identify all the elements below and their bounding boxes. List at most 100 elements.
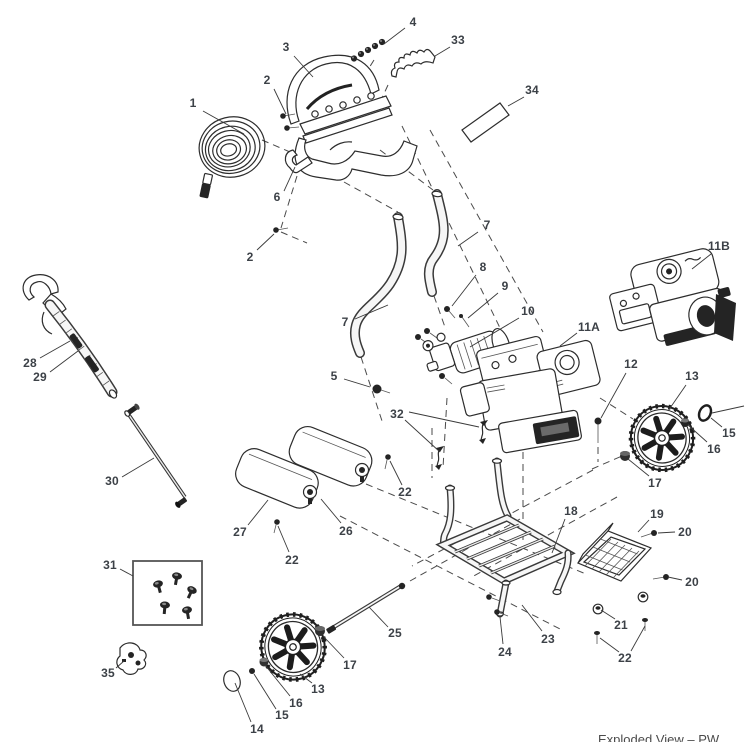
part-26-detergent-tank-drawing xyxy=(288,426,373,487)
part-35-nozzle-holder-drawing xyxy=(116,642,147,675)
part-label-10: 10 xyxy=(521,304,535,318)
leader-line xyxy=(559,332,578,347)
part-label-20: 20 xyxy=(678,525,692,539)
leader-line xyxy=(600,372,627,419)
part-label-13: 13 xyxy=(311,682,325,696)
part-label-14: 14 xyxy=(250,722,264,736)
part-21-feet-drawing xyxy=(592,591,649,615)
leader-line xyxy=(667,384,687,412)
part-label-22: 22 xyxy=(618,651,632,665)
leader-line xyxy=(600,609,616,620)
leader-line xyxy=(354,304,389,320)
leader-line xyxy=(283,166,296,192)
part-22-screws-drawing xyxy=(273,454,648,644)
leader-line xyxy=(507,96,525,107)
part-24-screws-drawing xyxy=(486,594,509,617)
hose-fitting-drawing xyxy=(199,172,213,199)
part-11b-engine-drawing xyxy=(609,248,736,346)
leader-line xyxy=(273,88,287,115)
leader-line xyxy=(691,253,712,270)
part-label-28: 28 xyxy=(23,356,37,370)
part-label-15: 15 xyxy=(722,426,736,440)
part-33-grip-drawing xyxy=(390,48,436,78)
part-label-5: 5 xyxy=(330,369,338,383)
part-label-21: 21 xyxy=(614,618,628,632)
part-label-3: 3 xyxy=(282,40,290,54)
leader-line xyxy=(521,604,543,632)
part-25-axle-drawing xyxy=(326,582,406,634)
left-wheel-hardware-drawing xyxy=(223,626,325,692)
part-31-nozzle-kit-drawing xyxy=(132,560,203,626)
leader-line xyxy=(247,499,269,526)
part-label-11A: 11A xyxy=(578,320,600,334)
leader-line xyxy=(115,660,125,669)
part-label-24: 24 xyxy=(498,645,512,659)
leader-line xyxy=(434,46,451,57)
leader-line xyxy=(368,606,389,628)
leader-line xyxy=(630,625,646,652)
handle-panel-drawing xyxy=(299,83,393,144)
leader-line xyxy=(383,27,406,45)
part-label-25: 25 xyxy=(388,626,402,640)
part-8-9-fasteners-drawing xyxy=(415,306,470,385)
part-label-9: 9 xyxy=(501,279,509,293)
part-32-clips-drawing xyxy=(435,420,488,470)
part-3-handle-drawing xyxy=(286,54,380,125)
part-34-plate-drawing xyxy=(461,102,510,143)
leader-line xyxy=(469,317,520,348)
part-label-15: 15 xyxy=(275,708,289,722)
part-27-detergent-tank-drawing xyxy=(235,448,319,509)
part-label-13: 13 xyxy=(685,369,699,383)
leader-line xyxy=(293,55,314,78)
leader-line xyxy=(202,110,245,135)
part-label-20: 20 xyxy=(685,575,699,589)
part-19-tray-drawing xyxy=(576,522,653,582)
part-label-35: 35 xyxy=(101,666,115,680)
leader-line xyxy=(687,424,708,443)
part-label-27: 27 xyxy=(233,525,247,539)
part-label-16: 16 xyxy=(707,442,721,456)
part-11a-engine-drawing xyxy=(459,335,601,454)
part-label-11B: 11B xyxy=(708,239,730,253)
part-label-17: 17 xyxy=(648,476,662,490)
footer-caption: Exploded View – PW xyxy=(598,732,720,742)
leader-line xyxy=(467,292,499,319)
part-5-bolt-drawing xyxy=(372,384,391,394)
part-label-33: 33 xyxy=(451,33,465,47)
part-28-29-spray-gun-drawing xyxy=(22,274,118,399)
right-wheel-hardware-drawing xyxy=(620,404,713,461)
leader-line xyxy=(389,460,403,486)
part-12-bolt-drawing xyxy=(594,417,602,443)
leader-line xyxy=(657,531,676,534)
part-label-19: 19 xyxy=(650,507,664,521)
part-label-31: 31 xyxy=(103,558,117,572)
part-label-7: 7 xyxy=(483,218,491,232)
leader-line xyxy=(119,568,134,577)
part-20-screws-drawing xyxy=(640,530,669,580)
leader-line xyxy=(323,636,345,659)
part-label-23: 23 xyxy=(541,632,555,646)
part-7-tubes-drawing xyxy=(349,189,449,358)
part-label-32: 32 xyxy=(390,407,404,421)
leader-line xyxy=(121,457,155,478)
leader-line xyxy=(277,525,290,553)
part-label-17: 17 xyxy=(343,658,357,672)
leader-line xyxy=(408,411,480,428)
part-label-6: 6 xyxy=(273,190,281,204)
part-label-18: 18 xyxy=(564,504,578,518)
part-label-7: 7 xyxy=(341,315,349,329)
leader-line xyxy=(451,274,477,307)
part-6-hook-drawing xyxy=(284,149,313,174)
part-label-8: 8 xyxy=(479,260,487,274)
part-2-screws-drawing xyxy=(273,113,300,233)
part-label-26: 26 xyxy=(339,524,353,538)
leader-line xyxy=(253,673,277,710)
leader-line xyxy=(667,576,683,581)
leader-line xyxy=(39,340,71,359)
part-label-12: 12 xyxy=(624,357,638,371)
part-23-leg-drawing xyxy=(495,579,511,618)
part-13-wheel-left-drawing xyxy=(254,608,331,687)
part-label-30: 30 xyxy=(105,474,119,488)
leader-line xyxy=(256,233,275,251)
part-label-2: 2 xyxy=(263,73,271,87)
